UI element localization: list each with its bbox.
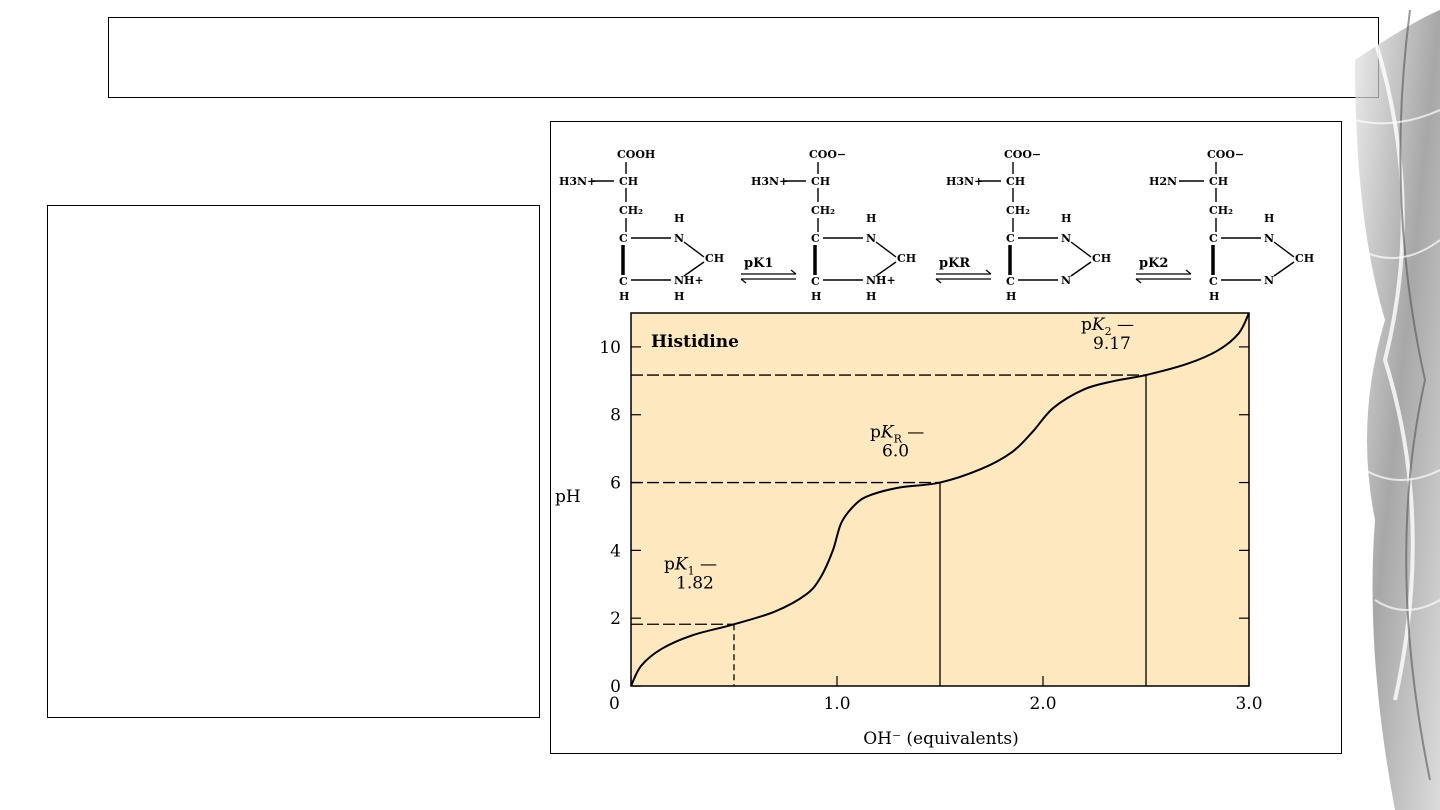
- svg-text:C: C: [811, 232, 820, 245]
- svg-text:H: H: [1061, 212, 1071, 225]
- structure-form-1: COOH H3N+ CH CH₂ C N H C NH+ CH H: [559, 148, 724, 303]
- svg-text:CH: CH: [1295, 252, 1314, 265]
- svg-text:N: N: [866, 232, 876, 245]
- ring-nitrogen-label: N: [1061, 274, 1071, 287]
- svg-text:H: H: [1264, 212, 1274, 225]
- pk-label: pK2 —: [1081, 315, 1134, 338]
- svg-text:C: C: [1209, 275, 1218, 288]
- pk-value-label: 1.82: [676, 573, 714, 593]
- svg-text:CH: CH: [897, 252, 916, 265]
- ring-nitrogen-label: NH+: [866, 274, 896, 287]
- histidine-figure-svg: COOH H3N+ CH CH₂ C N H C NH+ CH H: [555, 148, 1314, 749]
- structure-form-3: COO− H3N+ CH CH₂ C N H C N CH H: [946, 148, 1111, 303]
- amino-group-label: H3N+: [946, 175, 983, 188]
- structure-form-2: COO− H3N+ CH CH₂ C N H C NH+ CH H: [751, 148, 916, 303]
- y-tick-label: 4: [610, 541, 621, 561]
- svg-text:CH₂: CH₂: [811, 204, 835, 217]
- svg-text:CH: CH: [1209, 175, 1228, 188]
- ring-nitrogen-label: NH+: [674, 274, 704, 287]
- y-tick-label: 0: [610, 677, 621, 697]
- pk2-arrow-label: pK2: [1139, 256, 1168, 271]
- x-axis-label: OH⁻ (equivalents): [863, 729, 1018, 749]
- x-tick-label: 1.0: [823, 694, 850, 714]
- svg-text:C: C: [619, 275, 628, 288]
- pk-value-label: 6.0: [882, 442, 909, 462]
- y-tick-label: 2: [610, 609, 621, 629]
- amino-group-label: H2N: [1149, 175, 1177, 188]
- y-tick-label: 8: [610, 406, 621, 426]
- equilibrium-arrow-1: pK1: [740, 256, 797, 284]
- svg-text:C: C: [1006, 232, 1015, 245]
- svg-text:H: H: [674, 212, 684, 225]
- pk-label: pKR —: [870, 423, 924, 446]
- carboxyl-group-label: COO−: [809, 148, 846, 161]
- svg-text:CH: CH: [1092, 252, 1111, 265]
- pkr-arrow-label: pKR: [939, 256, 970, 271]
- svg-text:N: N: [674, 232, 684, 245]
- svg-text:C: C: [1209, 232, 1218, 245]
- carboxyl-group-label: COO−: [1207, 148, 1244, 161]
- svg-text:CH₂: CH₂: [619, 204, 643, 217]
- svg-text:CH: CH: [705, 252, 724, 265]
- x-tick-label: 0: [609, 694, 620, 714]
- y-tick-label: 10: [599, 338, 621, 358]
- pk1-arrow-label: pK1: [744, 256, 773, 271]
- equilibrium-arrow-3: pK2: [1135, 256, 1192, 284]
- pk-value-label: 9.17: [1093, 334, 1131, 354]
- y-tick-label: 6: [610, 474, 621, 494]
- svg-text:CH₂: CH₂: [1006, 204, 1030, 217]
- titration-curve: [630, 312, 1250, 687]
- svg-text:CH₂: CH₂: [1209, 204, 1233, 217]
- x-tick-label: 3.0: [1235, 694, 1262, 714]
- svg-text:N: N: [1264, 232, 1274, 245]
- carboxyl-group-label: COO−: [1004, 148, 1041, 161]
- amino-group-label: H3N+: [559, 175, 596, 188]
- svg-text:H: H: [674, 290, 684, 303]
- svg-text:N: N: [1061, 232, 1071, 245]
- amino-group-label: H3N+: [751, 175, 788, 188]
- svg-text:CH: CH: [619, 175, 638, 188]
- svg-text:C: C: [811, 275, 820, 288]
- svg-text:H: H: [811, 290, 821, 303]
- structure-form-4: COO− H2N CH CH₂ C N H C N CH H: [1149, 148, 1314, 303]
- titration-chart: Histidine 0 2 4 6 8 10 0 1.0 2.0 3.0 pK1 —1.82 pK…: [555, 312, 1263, 749]
- slide-title-box[interactable]: [108, 17, 1379, 98]
- x-tick-label: 2.0: [1029, 694, 1056, 714]
- carboxyl-group-label: COOH: [617, 148, 655, 161]
- svg-text:H: H: [866, 290, 876, 303]
- decorative-swirl-image: [1355, 9, 1440, 810]
- svg-text:CH: CH: [811, 175, 830, 188]
- svg-text:C: C: [619, 232, 628, 245]
- ionization-structures: COOH H3N+ CH CH₂ C N H C NH+ CH H: [559, 148, 1314, 303]
- y-axis-label: pH: [555, 487, 581, 507]
- svg-text:C: C: [1006, 275, 1015, 288]
- svg-text:H: H: [866, 212, 876, 225]
- chart-title: Histidine: [651, 332, 739, 352]
- svg-text:H: H: [1006, 290, 1016, 303]
- histidine-titration-figure: COOH H3N+ CH CH₂ C N H C NH+ CH H: [550, 121, 1342, 754]
- pk-label: pK1 —: [664, 554, 717, 577]
- slide-text-box[interactable]: [47, 205, 540, 718]
- svg-text:H: H: [1209, 290, 1219, 303]
- ring-nitrogen-label: N: [1264, 274, 1274, 287]
- equilibrium-arrow-2: pKR: [935, 256, 992, 284]
- svg-text:CH: CH: [1006, 175, 1025, 188]
- svg-text:H: H: [619, 290, 629, 303]
